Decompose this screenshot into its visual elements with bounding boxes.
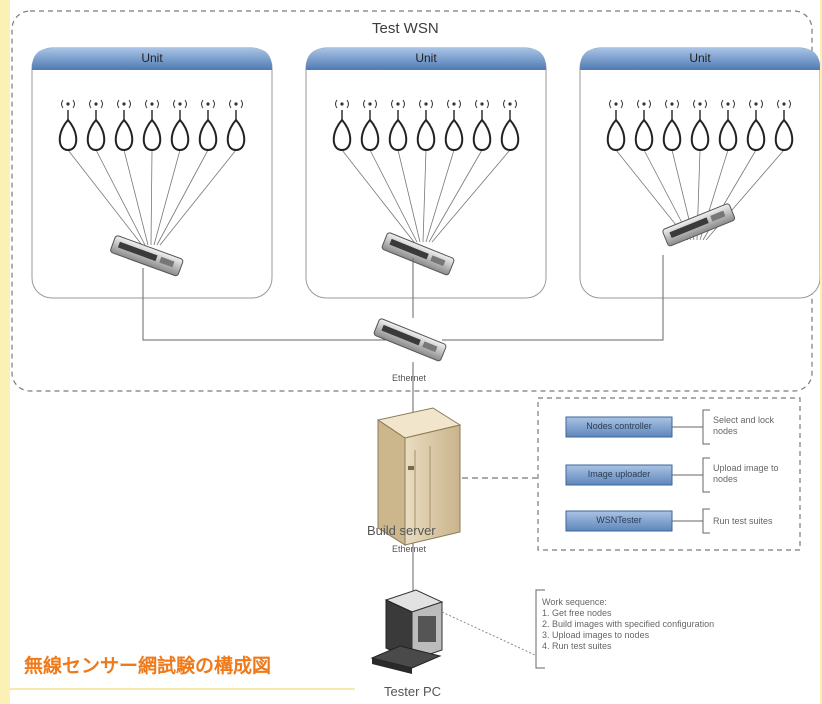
sensor-node-icon xyxy=(170,99,190,152)
nodes-controller-desc-line-2: nodes xyxy=(713,426,738,436)
image-uploader-desc-line-1: Upload image to xyxy=(713,463,779,473)
unit-label-1: Unit xyxy=(141,51,163,65)
build-server-icon xyxy=(376,407,462,546)
sensor-node-icon xyxy=(444,99,464,152)
work-sequence-step-3: 3. Upload images to nodes xyxy=(542,630,650,640)
unit-header-2 xyxy=(306,48,546,70)
component-image-uploader xyxy=(565,457,710,493)
wsntester-desc: Run test suites xyxy=(713,516,773,527)
node-wire xyxy=(341,149,415,243)
sensor-node-icon xyxy=(774,99,794,152)
work-sequence-step-4: 4. Run test suites xyxy=(542,641,612,651)
sensor-node-icon xyxy=(662,99,682,152)
sensor-node-icon xyxy=(86,99,106,152)
diagram-title: Test WSN xyxy=(372,20,439,37)
sensor-node-icon xyxy=(58,99,78,152)
wsntester-label: WSNTester xyxy=(596,515,642,525)
unit-label-2: Unit xyxy=(415,51,437,65)
network-diagram xyxy=(11,10,820,674)
tester-pc-icon xyxy=(370,589,444,674)
work-sequence-heading: Work sequence: xyxy=(542,597,607,607)
wsntester-desc-line-1: Run test suites xyxy=(713,516,773,526)
sensor-node-icon xyxy=(198,99,218,152)
sensor-node-icon xyxy=(746,99,766,152)
sensor-node-icon xyxy=(690,99,710,152)
node-wire xyxy=(422,149,427,243)
nodes-controller-desc: Select and lock nodes xyxy=(713,415,774,437)
unit-1-nodes xyxy=(58,99,246,277)
nodes-controller-desc-line-1: Select and lock xyxy=(713,415,775,425)
caption-text: 無線センサー網試験の構成図 xyxy=(24,655,272,677)
node-wire xyxy=(150,149,153,246)
sensor-nodes xyxy=(58,99,794,277)
work-sequence-step-1: 1. Get free nodes xyxy=(542,608,612,618)
sensor-node-icon xyxy=(142,99,162,152)
build-server-label: Build server xyxy=(367,523,436,538)
image-uploader-desc: Upload image to nodes xyxy=(713,463,779,485)
node-wire xyxy=(431,149,511,243)
tester-pc-label: Tester PC xyxy=(384,684,442,699)
unit-3-switch xyxy=(662,203,736,247)
unit-panel-3 xyxy=(579,47,820,299)
node-wire xyxy=(159,149,237,246)
sequence-bracket xyxy=(535,589,545,669)
unit-2-switch xyxy=(381,232,455,276)
node-wire xyxy=(156,149,209,246)
unit-1-switch xyxy=(110,235,184,277)
nodes-controller-label: Nodes controller xyxy=(586,421,652,431)
sensor-node-icon xyxy=(472,99,492,152)
work-sequence-step-2: 2. Build images with specified configura… xyxy=(542,619,715,629)
main-switch xyxy=(373,318,447,362)
image-uploader-label: Image uploader xyxy=(587,469,651,479)
unit-header-1 xyxy=(32,48,272,70)
unit-header-3 xyxy=(580,48,820,70)
sensor-node-icon xyxy=(114,99,134,152)
node-wire xyxy=(67,149,143,246)
node-wire xyxy=(425,149,455,243)
diagram-canvas: Test WSN Unit Unit Unit Ethernet Build s… xyxy=(10,0,820,704)
sensor-node-icon xyxy=(332,99,352,152)
ethernet-label-lower: Ethernet xyxy=(392,544,427,554)
components-boundary xyxy=(537,397,801,551)
sensor-node-icon xyxy=(388,99,408,152)
sensor-node-icon xyxy=(360,99,380,152)
component-nodes-controller xyxy=(565,409,710,445)
sensor-node-icon xyxy=(500,99,520,152)
component-wsntester xyxy=(565,508,710,534)
unit-panel-2 xyxy=(305,47,547,299)
node-wire xyxy=(369,149,418,243)
node-wire xyxy=(428,149,483,243)
node-wire xyxy=(397,149,421,243)
sensor-node-icon xyxy=(634,99,654,152)
caption-underline xyxy=(10,688,355,690)
sensor-node-icon xyxy=(226,99,246,152)
sensor-node-icon xyxy=(416,99,436,152)
unit-3-nodes xyxy=(606,99,794,247)
ethernet-label-upper: Ethernet xyxy=(392,373,427,383)
sensor-node-icon xyxy=(606,99,626,152)
caption-box: 無線センサー網試験の構成図 xyxy=(10,638,355,688)
pc-sequence-link xyxy=(441,611,536,656)
work-sequence: Work sequence: 1. Get free nodes 2. Buil… xyxy=(542,597,714,652)
image-uploader-desc-line-2: nodes xyxy=(713,474,738,484)
unit-label-3: Unit xyxy=(689,51,711,65)
sensor-node-icon xyxy=(718,99,738,152)
unit-2-nodes xyxy=(332,99,520,276)
node-wire xyxy=(95,149,146,246)
node-wire xyxy=(123,149,149,246)
node-wire xyxy=(153,149,181,246)
